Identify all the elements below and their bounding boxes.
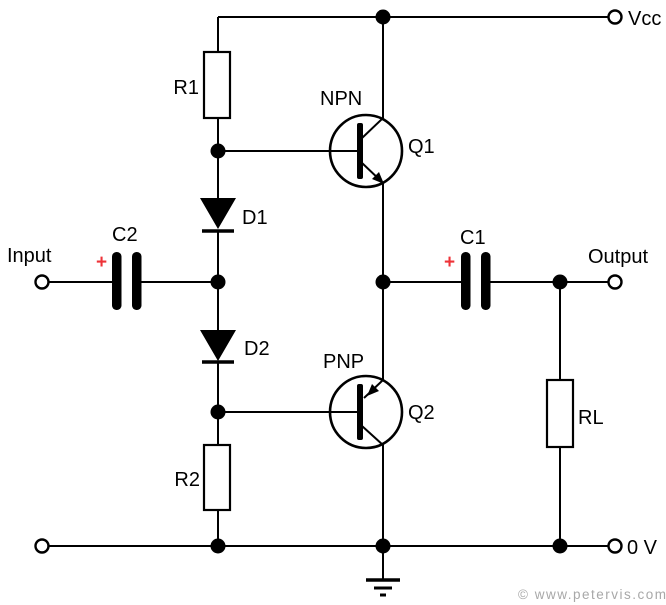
resistor-rl-load bbox=[545, 378, 575, 449]
junction-q1-base bbox=[210, 143, 226, 159]
r2-label: R2 bbox=[174, 469, 200, 491]
diode-d1 bbox=[200, 198, 236, 233]
zero-volt-terminal bbox=[607, 538, 623, 554]
c1-polarity-plus: + bbox=[444, 252, 455, 273]
q1-collector-lead bbox=[360, 117, 384, 140]
resistor-r1 bbox=[202, 50, 232, 120]
junction-q2-base bbox=[210, 404, 226, 420]
junction-r2-ground bbox=[210, 538, 226, 554]
output-terminal bbox=[607, 274, 623, 290]
input-terminal bbox=[34, 274, 50, 290]
q2-collector-lead bbox=[361, 425, 384, 446]
junction-dots bbox=[210, 9, 568, 554]
npn-type-label: NPN bbox=[320, 88, 362, 110]
r1-label: R1 bbox=[173, 77, 199, 99]
q1-body-circle bbox=[328, 113, 404, 189]
wires bbox=[48, 16, 609, 547]
q2-emitter-arrow bbox=[367, 384, 379, 396]
d2-label: D2 bbox=[244, 338, 270, 360]
labels: Vcc Input Output 0 V R1 R2 RL C2 C1 + + … bbox=[7, 8, 661, 559]
terminals bbox=[34, 9, 623, 554]
junction-input-node bbox=[210, 274, 226, 290]
junction-output-node bbox=[552, 274, 568, 290]
capacitor-c1-output bbox=[461, 252, 491, 310]
q2-base-bar bbox=[357, 384, 363, 440]
c2-plate-left bbox=[112, 252, 122, 310]
d1-label: D1 bbox=[242, 207, 268, 229]
input-label: Input bbox=[7, 245, 52, 267]
c2-label: C2 bbox=[112, 224, 138, 246]
pnp-type-label: PNP bbox=[323, 351, 364, 373]
rl-label: RL bbox=[578, 407, 604, 429]
q1-base-bar bbox=[357, 123, 363, 179]
vcc-label: Vcc bbox=[628, 8, 661, 30]
c1-plate-left bbox=[461, 252, 471, 310]
c2-plate-right bbox=[132, 252, 142, 310]
vcc-terminal bbox=[607, 9, 623, 25]
q1-label: Q1 bbox=[408, 136, 435, 158]
zero-volt-left-terminal bbox=[34, 538, 50, 554]
q2-body-circle bbox=[328, 374, 404, 450]
capacitor-c2-input bbox=[112, 252, 142, 310]
resistor-r2 bbox=[202, 443, 232, 512]
junction-rl-ground bbox=[552, 538, 568, 554]
transistor-q2-pnp bbox=[328, 374, 404, 450]
site-watermark: © www.petervis.com bbox=[518, 587, 666, 602]
q2-label: Q2 bbox=[408, 402, 435, 424]
c1-plate-right bbox=[481, 252, 491, 310]
diode-d1-triangle bbox=[200, 198, 236, 229]
diode-d2 bbox=[200, 330, 236, 364]
c1-label: C1 bbox=[460, 227, 486, 249]
q1-emitter-arrow bbox=[372, 172, 384, 184]
junction-vcc-rail bbox=[375, 9, 391, 25]
transistor-q1-npn bbox=[328, 113, 404, 189]
zero-volt-label: 0 V bbox=[627, 537, 658, 559]
junction-emitter-node bbox=[375, 274, 391, 290]
diode-d2-triangle bbox=[200, 330, 236, 361]
c2-polarity-plus: + bbox=[96, 252, 107, 273]
junction-q2-ground bbox=[375, 538, 391, 554]
output-label: Output bbox=[588, 246, 648, 268]
